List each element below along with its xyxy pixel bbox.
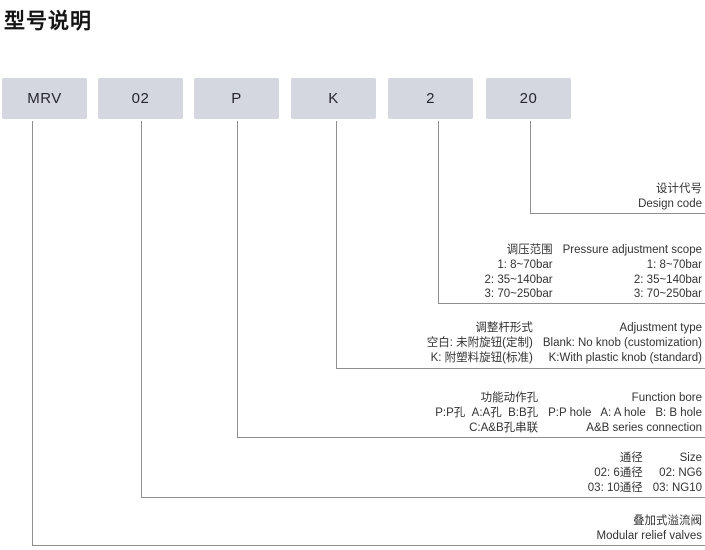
design-code-label-cn: 设计代号: [656, 183, 702, 195]
product-name-section: 叠加式溢流阀 Modular relief valves: [462, 514, 702, 544]
page-title: 型号说明: [4, 10, 92, 33]
adjustment-type-section: 调整杆形式 Adjustment type 空白: 未附旋钮(定制) Blank…: [322, 321, 702, 365]
connector-line-pressure: [438, 121, 705, 304]
adjustment-option-cn: 空白: 未附旋钮(定制): [426, 336, 533, 349]
pressure-option-cn: 2: 35~140bar: [484, 273, 553, 286]
size-option-en: 02: NG6: [659, 466, 702, 479]
function-bore-option-en: P:P hole A: A hole B: B hole: [548, 406, 702, 419]
adjustment-type-header-cn: 调整杆形式: [475, 322, 533, 334]
pressure-option-cn: 3: 70~250bar: [484, 288, 553, 301]
size-option-cn: 02: 6通径: [594, 466, 643, 479]
adjustment-option-en: K:With plastic knob (standard): [548, 351, 702, 364]
pressure-option-en: 3: 70~250bar: [633, 288, 702, 301]
connector-line-knob: [336, 121, 705, 369]
pressure-option-cn: 1: 8~70bar: [497, 258, 553, 271]
size-section: 通径 Size 02: 6通径 02: NG6 03: 10通径 03: NG1…: [522, 451, 702, 495]
model-box-design-code: 20: [486, 78, 571, 119]
connector-line-design-code: [530, 121, 705, 214]
model-box-size: 02: [98, 78, 183, 119]
model-box-function: P: [194, 78, 279, 119]
pressure-option-en: 2: 35~140bar: [633, 273, 702, 286]
model-box-pressure: 2: [388, 78, 473, 119]
product-name-cn: 叠加式溢流阀: [633, 515, 702, 527]
model-box-knob: K: [291, 78, 376, 119]
adjustment-option-en: Blank: No knob (customization): [542, 336, 702, 349]
function-bore-option-cn: P:P孔 A:A孔 B:B孔: [435, 406, 539, 419]
function-bore-option-cn: C:A&B孔串联: [469, 421, 539, 434]
pressure-scope-section: 调压范围 Pressure adjustment scope 1: 8~70ba…: [432, 243, 702, 302]
pressure-scope-header-en: Pressure adjustment scope: [562, 244, 702, 256]
connector-line-mrv: [32, 121, 705, 546]
function-bore-header-cn: 功能动作孔: [480, 392, 539, 404]
size-header-en: Size: [679, 452, 702, 464]
model-box-mrv: MRV: [2, 78, 87, 119]
pressure-option-en: 1: 8~70bar: [646, 258, 702, 271]
pressure-scope-header-cn: 调压范围: [506, 244, 553, 256]
size-option-cn: 03: 10通径: [587, 481, 643, 494]
size-header-cn: 通径: [619, 452, 643, 464]
function-bore-section: 功能动作孔 Function bore P:P孔 A:A孔 B:B孔 P:P h…: [262, 391, 702, 435]
function-bore-option-en: A&B series connection: [586, 421, 702, 434]
size-option-en: 03: NG10: [652, 481, 702, 494]
design-code-label-en: Design code: [638, 197, 702, 210]
adjustment-type-header-en: Adjustment type: [619, 322, 702, 334]
adjustment-option-cn: K: 附塑料旋钮(标准): [430, 351, 533, 364]
connector-line-function: [237, 121, 705, 438]
connector-line-size: [141, 121, 705, 498]
function-bore-header-en: Function bore: [631, 392, 702, 404]
design-code-section: 设计代号 Design code: [562, 182, 702, 212]
product-name-en: Modular relief valves: [596, 529, 702, 542]
